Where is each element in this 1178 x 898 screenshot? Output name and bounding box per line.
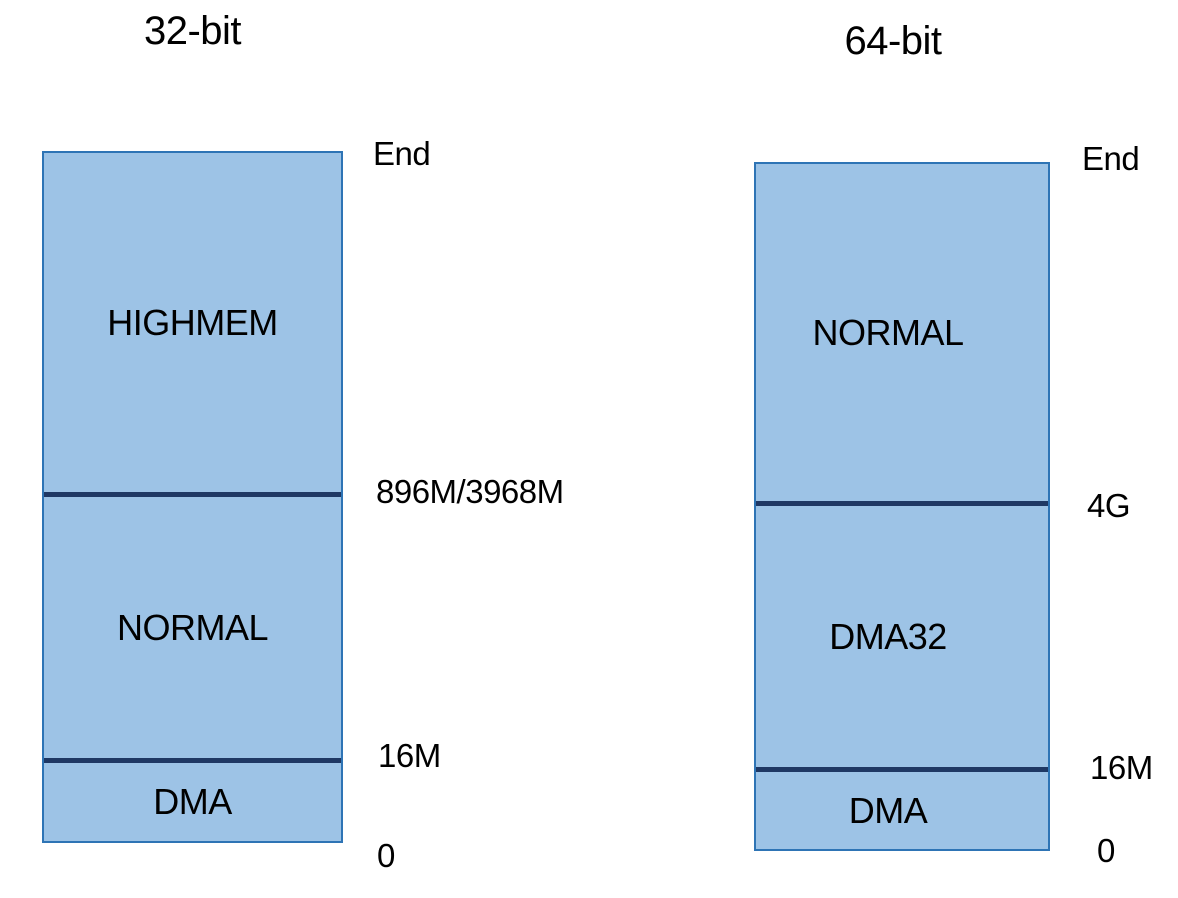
column-title-64bit: 64-bit — [844, 19, 942, 63]
boundary-line-normal-dma32 — [756, 501, 1048, 506]
boundary-line-highmem-normal — [44, 492, 341, 497]
zone-highmem: HIGHMEM — [44, 153, 341, 492]
memory-box-32bit: HIGHMEM NORMAL DMA — [42, 151, 343, 843]
address-label-16m-64bit: 16M — [1090, 749, 1153, 786]
zone-normal-32bit: NORMAL — [44, 497, 341, 758]
zone-label-dma32: DMA32 — [829, 615, 947, 657]
address-label-zero-64bit: 0 — [1097, 832, 1115, 869]
address-label-zero-32bit: 0 — [377, 837, 395, 874]
address-label-end-64bit: End — [1082, 140, 1140, 177]
memory-box-64bit: NORMAL DMA32 DMA — [754, 162, 1050, 851]
boundary-line-dma32-dma — [756, 767, 1048, 772]
zone-dma-64bit: DMA — [756, 772, 1048, 849]
address-label-896m-3968m: 896M/3968M — [376, 473, 564, 510]
zone-normal-64bit: NORMAL — [756, 164, 1048, 501]
address-label-4g: 4G — [1087, 487, 1131, 524]
address-label-16m-32bit: 16M — [378, 737, 441, 774]
zone-label-normal-32bit: NORMAL — [116, 606, 269, 648]
zone-dma32: DMA32 — [756, 506, 1048, 767]
zone-label-normal-64bit: NORMAL — [812, 311, 964, 353]
address-label-end-32bit: End — [373, 135, 431, 172]
zone-label-dma-64bit: DMA — [848, 789, 928, 831]
column-title-32bit: 32-bit — [143, 9, 242, 53]
boundary-line-normal-dma-32bit — [44, 758, 341, 763]
zone-label-highmem: HIGHMEM — [107, 301, 278, 343]
zone-dma-32bit: DMA — [44, 763, 341, 841]
zone-label-dma-32bit: DMA — [153, 781, 232, 822]
